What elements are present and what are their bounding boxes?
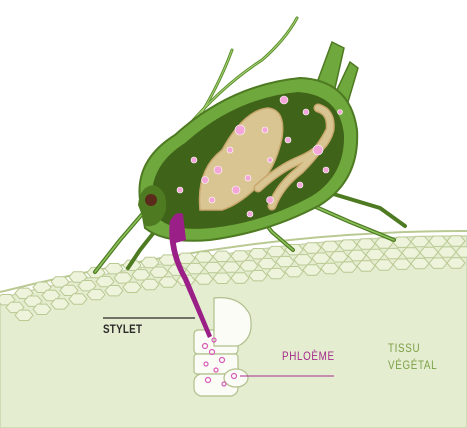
plant-tissue-label-line2: VÉGÉTAL (388, 357, 437, 374)
epidermis-cell (213, 273, 231, 283)
epidermis-cell (429, 236, 447, 246)
epidermis-cell (132, 270, 150, 280)
epidermis-cell (285, 267, 303, 277)
epidermis-cell (411, 236, 429, 246)
epidermis-cell (87, 289, 105, 299)
phloeme-label: PHLOÈME (282, 349, 335, 363)
epidermis-cell (348, 250, 366, 260)
epidermis-cell (231, 251, 249, 261)
epidermis-cell (393, 237, 411, 247)
epidermis-cell (51, 299, 69, 309)
epidermis-cell (393, 259, 411, 269)
epidermis-cell (438, 247, 456, 257)
plant-tissue-label: TISSU VÉGÉTAL (388, 340, 437, 374)
epidermis-cell (267, 246, 285, 256)
epidermis-cell (231, 273, 249, 283)
epidermis-cell (105, 286, 123, 296)
epidermis-cell (357, 261, 375, 271)
epidermis-cell (69, 294, 87, 304)
epidermis-cell (321, 263, 339, 273)
epidermis-cell (384, 248, 402, 258)
epidermis-cell (375, 260, 393, 270)
epidermis-cell (141, 257, 159, 267)
epidermis-cell (303, 243, 321, 253)
eye-icon (145, 194, 157, 206)
epidermis-cell (366, 249, 384, 259)
epidermis-cell (249, 249, 267, 259)
epidermis-cell (339, 240, 357, 250)
epidermis-cell (195, 274, 213, 284)
epidermis-cell (447, 236, 465, 246)
epidermis-cell (159, 277, 177, 287)
epidermis-cell (222, 262, 240, 272)
epidermis-cell (339, 262, 357, 272)
epidermis-cell (186, 263, 204, 273)
epidermis-cell (411, 258, 429, 268)
epidermis-cell (429, 258, 447, 268)
epidermis-cell (15, 310, 33, 320)
epidermis-cell (240, 261, 258, 271)
stylet-label: STYLET (103, 322, 142, 336)
epidermis-cell (321, 241, 339, 251)
epidermis-cell (123, 282, 141, 292)
epidermis-cell (267, 268, 285, 278)
epidermis-cell (303, 265, 321, 275)
epidermis-cell (150, 267, 168, 277)
epidermis-cell (195, 252, 213, 262)
epidermis-cell (141, 279, 159, 289)
epidermis-cell (447, 258, 465, 268)
epidermis-cell (276, 256, 294, 266)
epidermis-cell (420, 247, 438, 257)
plant-tissue-label-line1: TISSU (388, 340, 437, 357)
epidermis-cell (294, 255, 312, 265)
epidermis-cell (330, 252, 348, 262)
epidermis-cell (249, 271, 267, 281)
epidermis-cell (114, 273, 132, 283)
epidermis-cell (402, 248, 420, 258)
epidermis-cell (204, 262, 222, 272)
epidermis-cell (312, 253, 330, 263)
epidermis-cell (33, 304, 51, 314)
epidermis-cell (357, 239, 375, 249)
epidermis-cell (258, 258, 276, 268)
epidermis-cell (213, 251, 231, 261)
